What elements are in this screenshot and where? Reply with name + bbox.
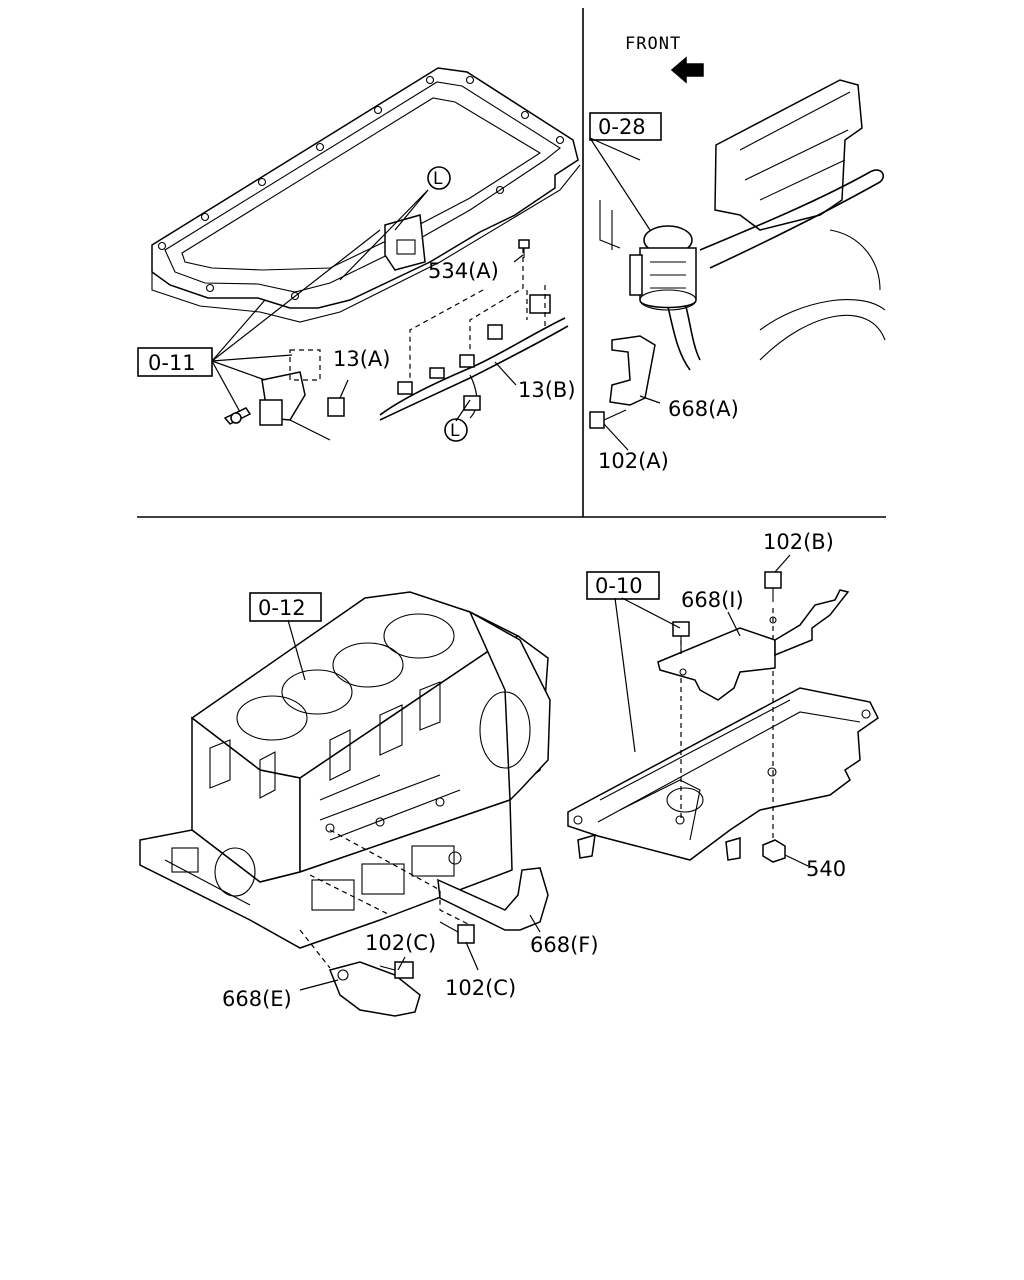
svg-text:L: L xyxy=(450,421,460,441)
ref-box-0-12: 0-12 xyxy=(249,592,322,622)
panel-dividers xyxy=(137,8,886,518)
callout-102a: 102(A) xyxy=(598,449,669,473)
bracket-668e xyxy=(299,929,421,1017)
bolt-0-10 xyxy=(672,621,690,654)
callout-540: 540 xyxy=(806,857,846,881)
leaders-top-left xyxy=(211,189,524,441)
circle-marker-l-top: L xyxy=(427,166,451,190)
svg-text:0-10: 0-10 xyxy=(595,574,643,598)
engine-front-view xyxy=(589,56,886,451)
front-label: FRONT xyxy=(625,34,681,54)
svg-text:0-12: 0-12 xyxy=(258,596,306,620)
bracket-668a xyxy=(609,335,656,406)
ref-box-0-28: 0-28 xyxy=(589,112,662,141)
svg-text:0-28: 0-28 xyxy=(598,115,646,139)
circle-marker-l-bottom: L xyxy=(444,418,468,442)
bolt-102b xyxy=(764,571,782,602)
ref-box-0-10: 0-10 xyxy=(586,571,660,600)
callout-102c-upper: 102(C) xyxy=(365,931,436,955)
wiring-harness xyxy=(223,239,569,426)
svg-text:0-11: 0-11 xyxy=(148,351,196,375)
svg-text:L: L xyxy=(433,169,443,189)
callout-13b: 13(B) xyxy=(518,378,576,402)
callout-668f: 668(F) xyxy=(530,933,599,957)
oil-pan-assembly xyxy=(151,67,581,323)
nut-540 xyxy=(762,839,786,863)
leaders-bottom-left xyxy=(287,619,541,991)
ref-box-0-11: 0-11 xyxy=(137,347,213,377)
undercover-assembly xyxy=(567,608,879,861)
bracket-668i xyxy=(657,589,850,701)
connector-13a xyxy=(327,397,345,417)
bracket-668f xyxy=(309,829,549,931)
callout-534a: 534(A) xyxy=(428,259,499,283)
front-arrow-icon xyxy=(670,56,704,84)
callout-13a: 13(A) xyxy=(333,347,390,371)
bolt-534a xyxy=(518,239,530,258)
callout-668a: 668(A) xyxy=(668,397,739,421)
callout-102c-lower: 102(C) xyxy=(445,976,516,1000)
callout-668e: 668(E) xyxy=(222,987,292,1011)
callout-668i: 668(I) xyxy=(681,588,744,612)
bolt-102c-lower xyxy=(439,921,475,944)
cylinder-block xyxy=(139,591,551,949)
bolt-102a xyxy=(589,409,627,429)
filter-0-28 xyxy=(629,225,697,311)
leaders-bottom-right xyxy=(614,554,809,867)
callout-102b: 102(B) xyxy=(763,530,834,554)
